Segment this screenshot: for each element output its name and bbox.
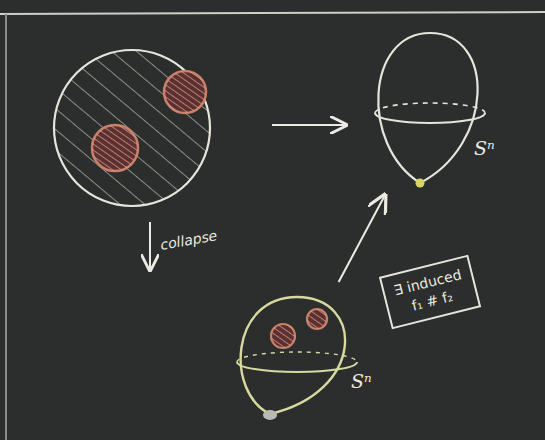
sphere-label: Sⁿ <box>351 370 372 392</box>
collapse-arrow <box>149 222 151 270</box>
map-arrow <box>339 195 385 282</box>
operation-label: collapse <box>159 227 218 253</box>
ball-region <box>54 50 210 206</box>
board-edge <box>5 14 7 440</box>
sphere-label: Sⁿ <box>474 137 495 159</box>
sphere-node: Sⁿ <box>368 15 498 195</box>
statement-box: ∃ induced f₁ # f₂ <box>379 255 481 329</box>
map-arrow <box>272 124 346 126</box>
collapsed-sphere-outline <box>225 282 375 427</box>
statement-text: ∃ induced f₁ # f₂ <box>389 264 472 319</box>
board-edge <box>0 12 545 14</box>
sphere-node: Sⁿ <box>225 282 375 427</box>
sphere-outline <box>368 15 498 195</box>
